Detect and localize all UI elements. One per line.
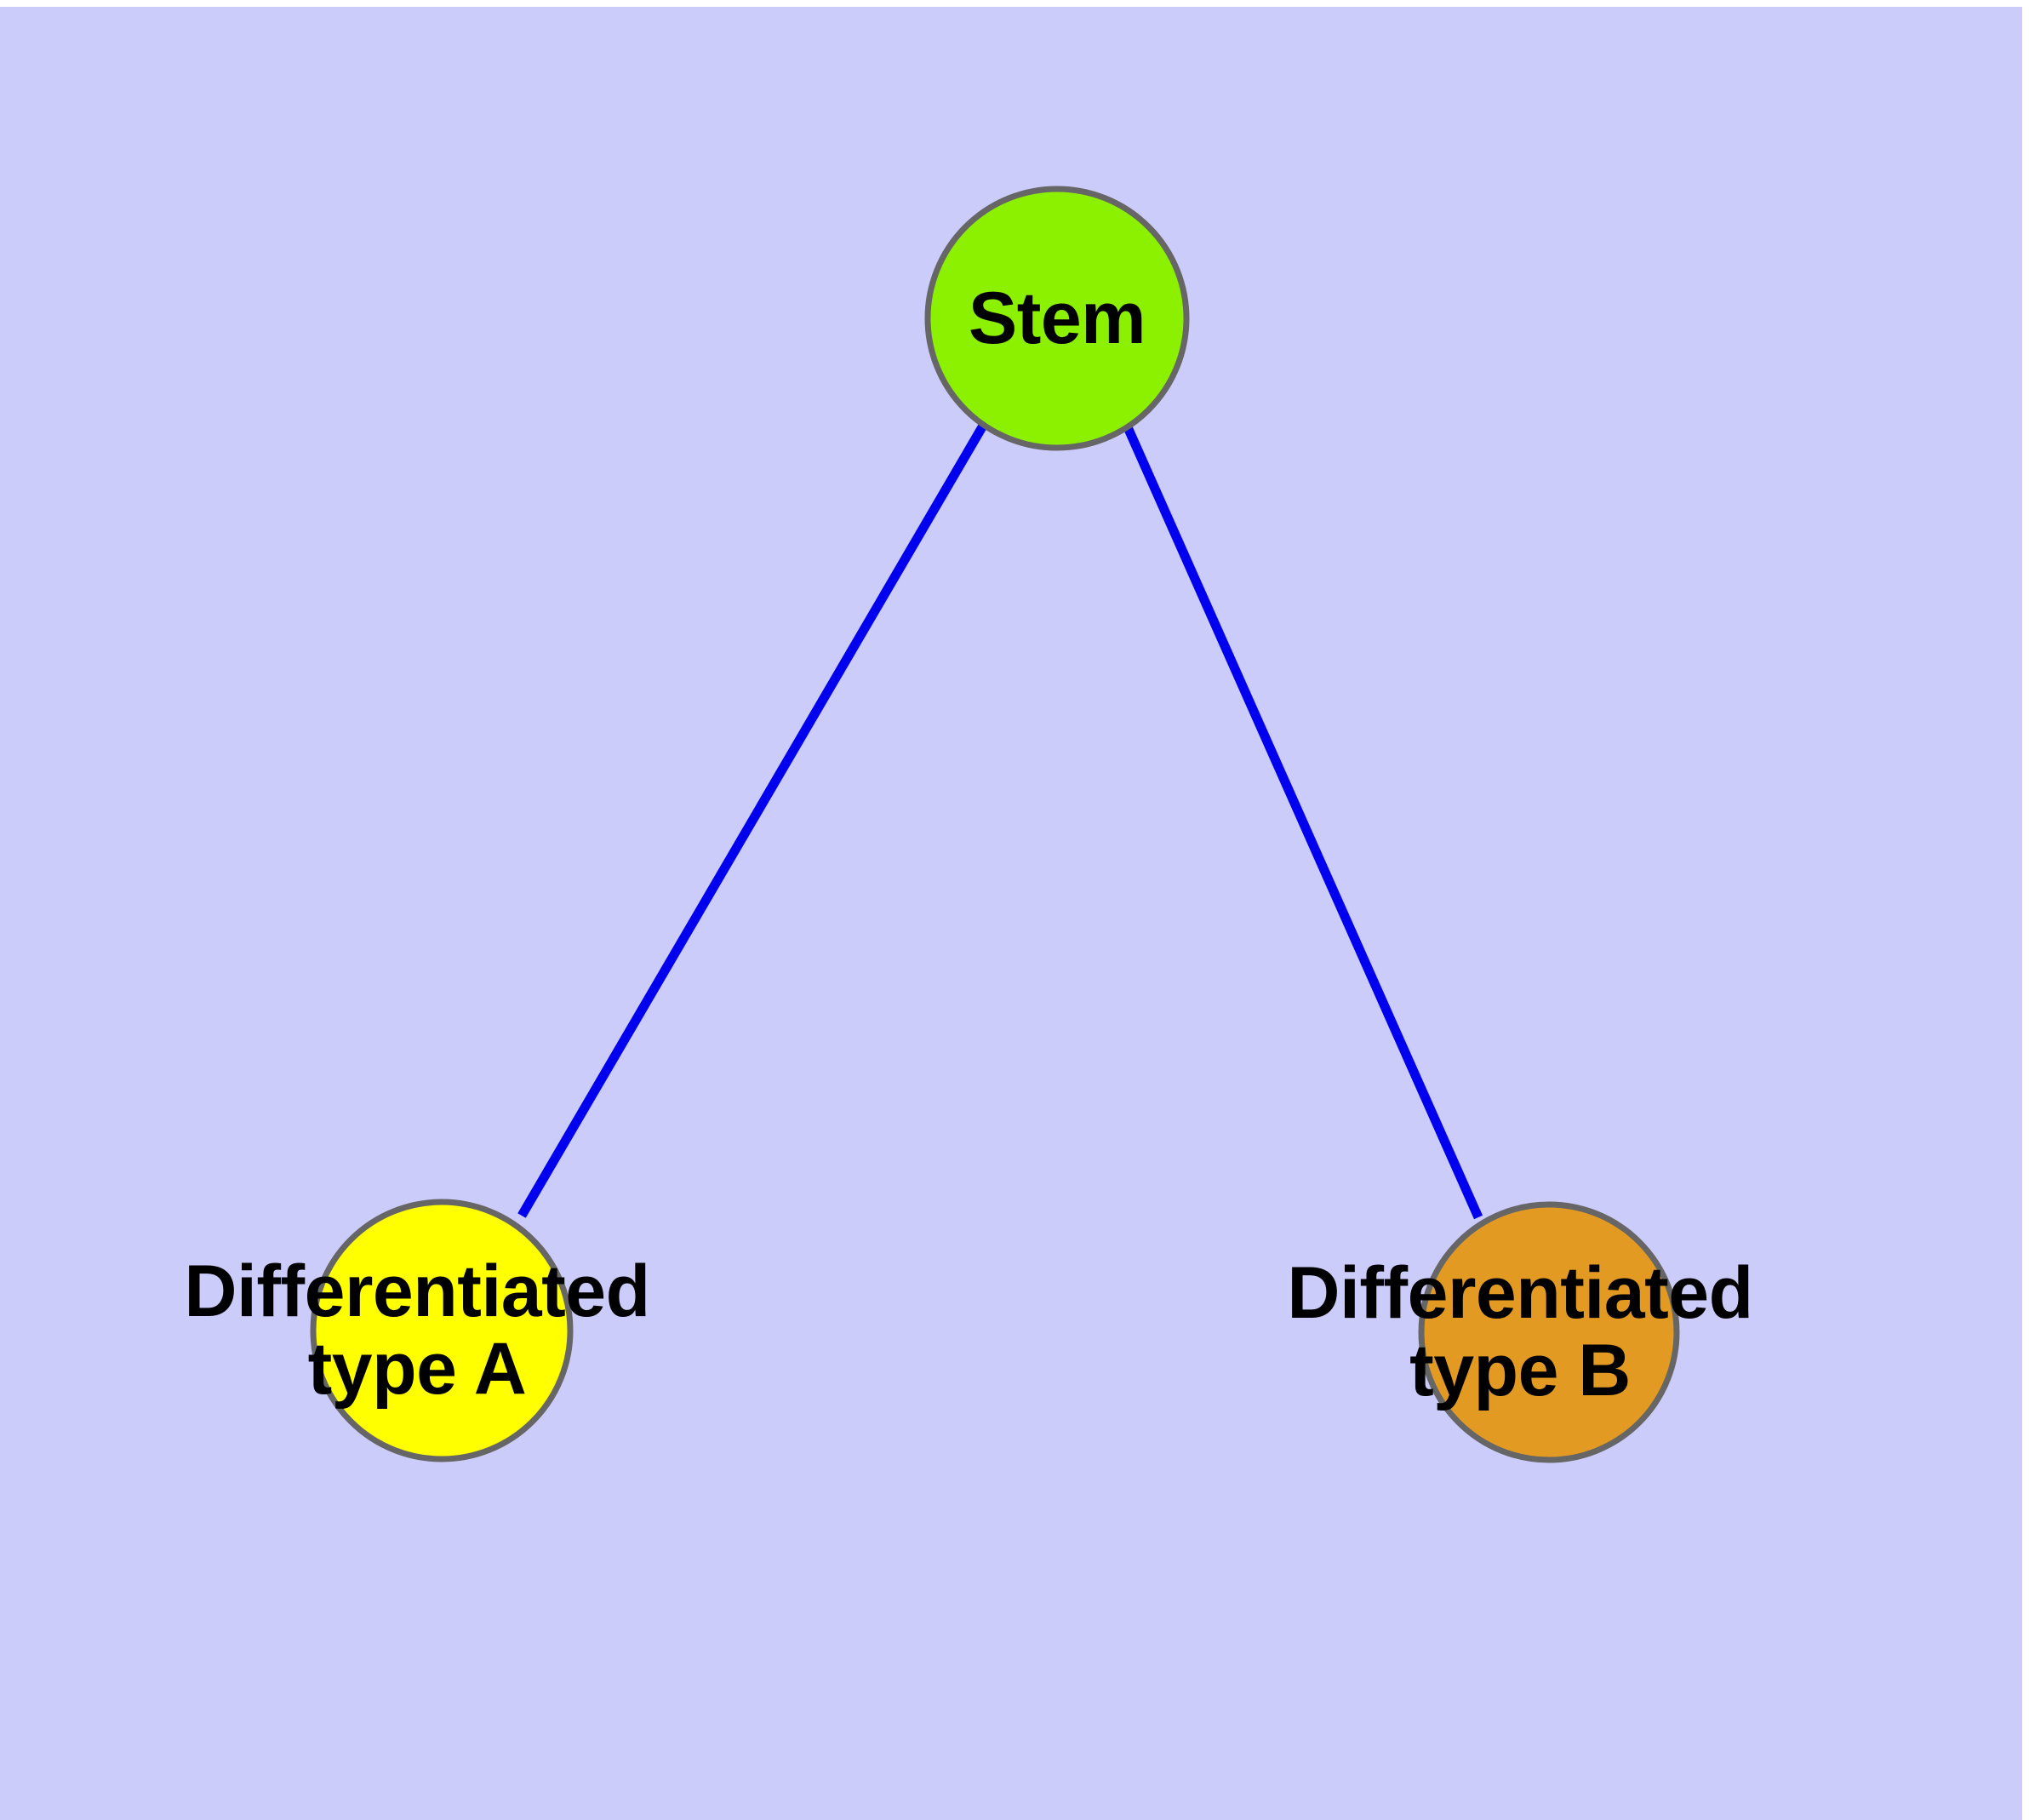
- edge-stem-to-diff-a: [517, 423, 987, 1218]
- node-differentiated-type-a[interactable]: [310, 1199, 574, 1462]
- node-layer: [310, 186, 1680, 1463]
- edge-stem-to-diff-b: [1123, 425, 1483, 1220]
- node-differentiated-type-b[interactable]: [1418, 1201, 1680, 1463]
- edge-layer: [517, 423, 1483, 1220]
- node-stem[interactable]: [924, 186, 1190, 451]
